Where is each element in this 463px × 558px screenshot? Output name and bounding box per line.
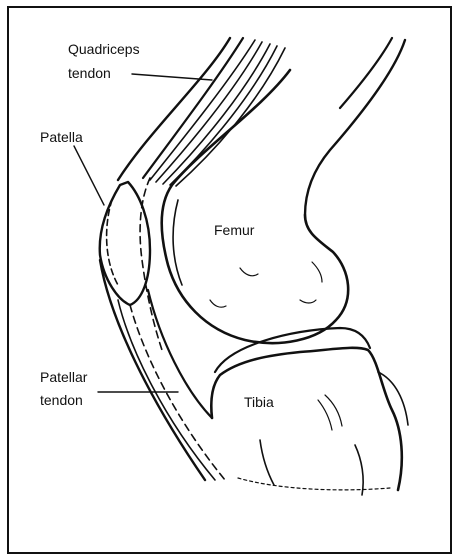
label-patella: Patella: [40, 129, 83, 145]
thigh-outline: [118, 38, 230, 180]
femur-shape: [162, 70, 348, 343]
label-patellar-tendon-line1: Patellar: [40, 369, 88, 385]
patellar-tendon-shape: [100, 260, 225, 480]
label-femur: Femur: [214, 222, 255, 238]
label-tibia: Tibia: [244, 394, 274, 410]
femur-shaft-back: [305, 40, 405, 215]
thigh-back-outline: [340, 38, 392, 108]
patella-leader: [74, 146, 104, 205]
label-quadriceps-tendon-line1: Quadriceps: [68, 41, 140, 57]
label-quadriceps-tendon-line2: tendon: [68, 65, 111, 81]
label-patellar-tendon-line2: tendon: [40, 392, 83, 408]
tibia-shape: [211, 348, 402, 490]
